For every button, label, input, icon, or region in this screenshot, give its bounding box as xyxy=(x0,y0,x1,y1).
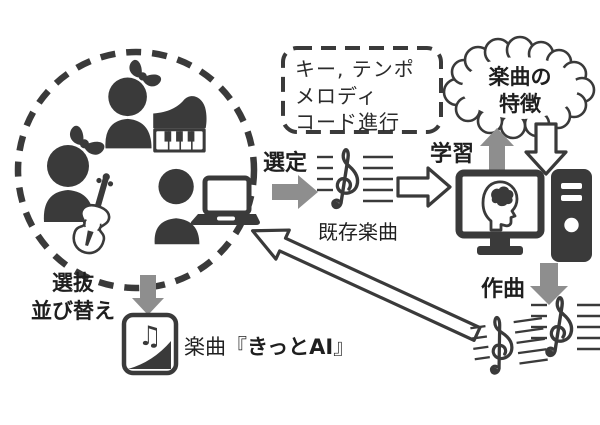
output-track-label: 楽曲『きっとAI』 xyxy=(184,331,354,361)
team-circle xyxy=(14,48,258,292)
output-track-title: きっとAI xyxy=(247,335,334,359)
output-track-suffix: 』 xyxy=(333,335,355,359)
learning-label: 学習 xyxy=(430,142,475,167)
features-cloud-icon xyxy=(442,35,596,140)
feature-box-line3: コード進行 xyxy=(295,110,400,134)
compose-arrow xyxy=(530,263,568,305)
laptop-icon xyxy=(190,175,260,225)
existing-music-label: 既存楽曲 xyxy=(318,220,398,244)
pick-sort-label: 選抜 並び替え xyxy=(13,269,133,325)
grand-piano-icon xyxy=(153,96,207,153)
feature-box-line1: キー, テンポ xyxy=(295,57,415,81)
pick-sort-line2: 並び替え xyxy=(31,299,115,323)
cloud-line2: 特徴 xyxy=(499,92,541,116)
music-file-icon xyxy=(121,312,179,376)
pick-sort-line1: 選抜 xyxy=(52,271,94,295)
generated-staff-icon xyxy=(529,296,600,359)
cloud-line1: 楽曲の xyxy=(488,65,552,89)
to-computer-arrow xyxy=(396,166,452,208)
violin-icon xyxy=(72,173,114,255)
selection-label: 選定 xyxy=(263,151,308,176)
learn-arrow xyxy=(480,128,514,170)
feedback-arrow xyxy=(250,228,482,342)
monitor-with-brain-icon xyxy=(455,169,545,255)
output-track-prefix: 楽曲『 xyxy=(184,335,247,359)
music-note-icon: ♫ xyxy=(137,321,163,352)
feature-box xyxy=(281,46,443,134)
person-icon xyxy=(154,168,200,245)
composing-label: 作曲 xyxy=(481,277,526,302)
brain-head-icon xyxy=(481,180,519,232)
pc-tower-icon xyxy=(551,169,592,262)
generated-staff-icon xyxy=(467,309,551,379)
feature-box-line2: メロディ xyxy=(295,84,378,108)
pick-sort-arrow xyxy=(132,275,164,315)
select-arrow xyxy=(272,175,318,209)
cloud-output-arrow xyxy=(524,122,568,176)
existing-music-staff-icon xyxy=(315,148,395,211)
